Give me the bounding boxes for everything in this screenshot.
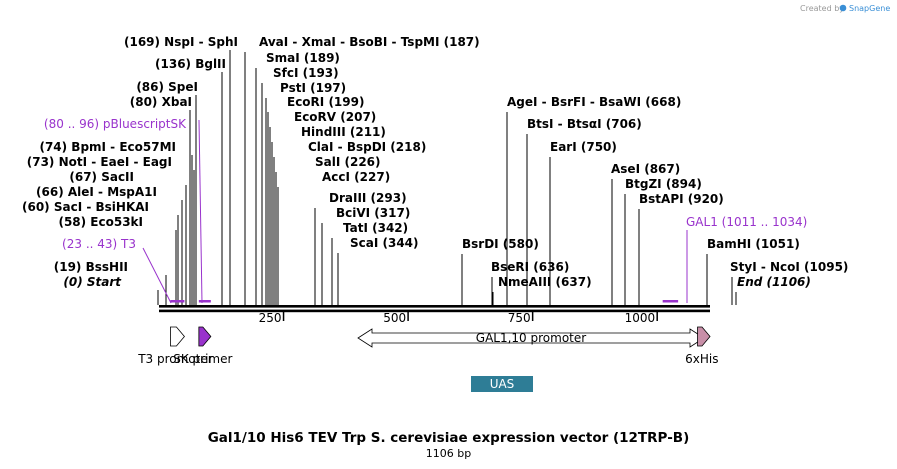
primer-pbluescriptsk-label: (80 .. 96) pBluescriptSK bbox=[44, 117, 187, 131]
site-draiii-label: DraIII (293) bbox=[329, 191, 407, 205]
axis-tick-label-1000: 1000 bbox=[625, 311, 656, 325]
feature-6xhis-arrow bbox=[697, 326, 711, 347]
site-bcivi-label: BciVI (317) bbox=[336, 206, 410, 220]
site-bseri-label: BseRI (636) bbox=[491, 260, 569, 274]
map-length: 1106 bp bbox=[426, 447, 471, 460]
site-noti-eaei-eagi-label: (73) NotI - EaeI - EagI bbox=[27, 155, 172, 169]
site-bstapi-label: BstAPI (920) bbox=[639, 192, 724, 206]
primer-pbluescriptsk-binding-mark bbox=[198, 300, 211, 303]
axis-tick-label-250: 250 bbox=[259, 311, 282, 325]
site-bpmi-eco57mi-label: (74) BpmI - Eco57MI bbox=[39, 140, 176, 154]
site-alei-mspa1i-label: (66) AleI - MspA1I bbox=[36, 185, 157, 199]
site-start-label: (0) Start bbox=[63, 275, 122, 289]
site-eari-label: EarI (750) bbox=[550, 140, 617, 154]
feature-t3-promoter-arrow bbox=[170, 326, 185, 347]
axis-ticks: 250 500 750 1000 bbox=[259, 311, 658, 325]
feature-6xhis-label: 6xHis bbox=[685, 352, 718, 366]
site-psti-label: PstI (197) bbox=[280, 81, 346, 95]
primer-t3-label: (23 .. 43) T3 bbox=[62, 237, 136, 251]
primer-gal1-binding-mark bbox=[662, 300, 679, 303]
site-sali-label: SalI (226) bbox=[315, 155, 381, 169]
site-btgzi-label: BtgZI (894) bbox=[625, 177, 702, 191]
site-bsshii-label: (19) BssHII bbox=[54, 260, 128, 274]
feature-uas-label: UAS bbox=[490, 377, 515, 391]
site-acci-label: AccI (227) bbox=[322, 170, 390, 184]
primer-t3-leader bbox=[142, 247, 172, 304]
site-asei-label: AseI (867) bbox=[611, 162, 680, 176]
site-ecorv-label: EcoRV (207) bbox=[294, 110, 376, 124]
site-styi-ncoi-label: StyI - NcoI (1095) bbox=[730, 260, 848, 274]
site-btsi-bts-i-label: BtsI - BtsαI (706) bbox=[527, 117, 642, 131]
site-bamhi-label: BamHI (1051) bbox=[707, 237, 800, 251]
site-saci-bsihkai-label: (60) SacI - BsiHKAI bbox=[22, 200, 149, 214]
feature-uas-box bbox=[471, 376, 533, 392]
site-clai-bspdi-label: ClaI - BspDI (218) bbox=[308, 140, 426, 154]
snapgene-brand: Created by SnapGene bbox=[800, 4, 890, 13]
primer-t3-binding-mark bbox=[170, 300, 185, 303]
map-title: Gal1/10 His6 TEV Trp S. cerevisiae expre… bbox=[208, 430, 690, 446]
site-labels: (169) NspI - SphI(136) BglII(86) SpeI(80… bbox=[22, 35, 848, 289]
sequence-backbone bbox=[159, 305, 710, 313]
site-bglii-label: (136) BglII bbox=[155, 57, 226, 71]
primer-gal1-label: GAL1 (1011 .. 1034) bbox=[686, 215, 807, 229]
brand-prefix: Created by bbox=[800, 4, 844, 13]
site-sfci-label: SfcI (193) bbox=[273, 66, 339, 80]
backbone-bottom-strand bbox=[159, 309, 710, 313]
axis-tick-label-750: 750 bbox=[508, 311, 531, 325]
axis-tick-label-500: 500 bbox=[383, 311, 406, 325]
site-lines bbox=[157, 50, 737, 305]
feature-sk-primer-label: SK primer bbox=[173, 352, 232, 366]
site-tati-label: TatI (342) bbox=[343, 221, 408, 235]
primer-pbluescriptsk-leader bbox=[198, 119, 203, 304]
site-nspi-sphi-label: (169) NspI - SphI bbox=[124, 35, 238, 49]
site-sacii-label: (67) SacII bbox=[69, 170, 134, 184]
site-ecori-label: EcoRI (199) bbox=[287, 95, 364, 109]
site-smai-label: SmaI (189) bbox=[266, 51, 340, 65]
site-xbai-label: (80) XbaI bbox=[130, 95, 192, 109]
brand-name: SnapGene bbox=[849, 4, 890, 13]
feature-t3-promoter-label: T3 promoter bbox=[137, 352, 213, 366]
site-bsrdi-label: BsrDI (580) bbox=[462, 237, 539, 251]
feature-gal1-10-promoter-label: GAL1,10 promoter bbox=[476, 331, 586, 345]
feature-sk-primer-arrow bbox=[198, 326, 212, 347]
backbone-top-strand bbox=[159, 305, 710, 308]
site-spei-label: (86) SpeI bbox=[136, 80, 198, 94]
primers: (80 .. 96) pBluescriptSK (23 .. 43) T3 GAL… bbox=[44, 117, 807, 304]
site-hindiii-label: HindIII (211) bbox=[301, 125, 386, 139]
site-nmeaiii-label: NmeAIII (637) bbox=[498, 275, 592, 289]
site-scai-label: ScaI (344) bbox=[350, 236, 419, 250]
snapgene-logo-icon bbox=[839, 4, 847, 12]
site-end-label: End (1106) bbox=[737, 275, 811, 289]
site-agei-bsrfi-bsawi-label: AgeI - BsrFI - BsaWI (668) bbox=[507, 95, 681, 109]
site-eco53ki-label: (58) Eco53kI bbox=[58, 215, 143, 229]
site-avai-xmai-bsobi-tspmi-label: AvaI - XmaI - BsoBI - TspMI (187) bbox=[259, 35, 480, 49]
